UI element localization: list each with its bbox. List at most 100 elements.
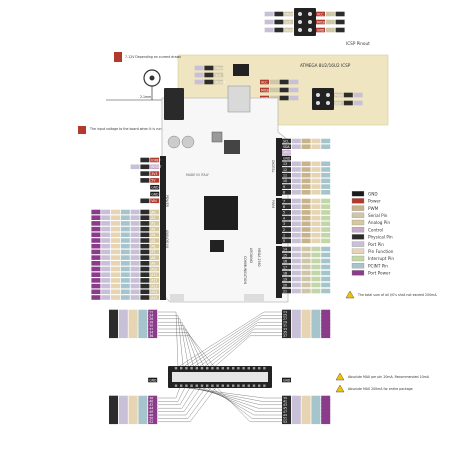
pin-tag	[291, 258, 301, 264]
pin-tag	[118, 395, 128, 401]
pin-tag	[301, 138, 311, 144]
icsp-top-tag: SCK	[264, 19, 294, 25]
pin-tag	[321, 409, 331, 414]
pin-label: 3	[283, 222, 285, 226]
pin-tag	[118, 323, 128, 328]
connector-line	[209, 332, 282, 368]
bottom-left-tag: 40	[109, 399, 158, 404]
pin-tag	[111, 283, 120, 289]
pin-tag	[269, 79, 279, 85]
pin-tag	[109, 402, 118, 408]
pin-tag	[301, 309, 311, 315]
legend-swatch	[351, 191, 365, 197]
pin-tag	[150, 261, 160, 266]
pin-tag	[118, 399, 128, 404]
pin-label: A14	[151, 290, 157, 294]
pin-tag	[140, 171, 150, 176]
pin-tag	[150, 184, 160, 190]
bottom-left-tag: 22	[109, 309, 158, 315]
pin-tag	[321, 416, 331, 421]
led-block	[224, 140, 240, 154]
pin-tag	[301, 232, 311, 238]
header-pin	[242, 367, 245, 370]
connector-line	[179, 386, 282, 399]
pin-label: 7	[283, 199, 285, 203]
bottom-right-tag: 37	[282, 333, 331, 339]
pin-tag	[150, 164, 160, 170]
pin-tag	[301, 144, 311, 149]
pin-tag	[321, 316, 331, 322]
pin-tag	[321, 246, 331, 252]
right-comm-header	[276, 246, 282, 298]
pin-tag	[148, 330, 158, 335]
bottom-left-tag: 24	[109, 313, 158, 318]
pin-tag	[140, 232, 150, 238]
pin-tag	[130, 226, 140, 232]
board-pwm-label: PWM	[271, 200, 275, 208]
pin-tag	[301, 316, 311, 322]
bottom-connector-lines	[158, 311, 282, 422]
pin-tag	[291, 138, 301, 144]
pin-tag	[325, 27, 335, 33]
pin-tag	[120, 209, 130, 215]
pin-label: GND	[149, 378, 157, 382]
board-made-in: MADE IN ITALY	[186, 173, 209, 177]
reset-button[interactable]	[211, 131, 223, 143]
pin-tag	[301, 326, 311, 332]
pin-tag	[291, 184, 301, 189]
header-pin	[174, 384, 178, 387]
pin-tag	[301, 402, 311, 408]
pin-tag	[311, 419, 321, 425]
connector-line	[158, 311, 179, 368]
pin-tag	[150, 283, 160, 289]
pin-tag	[291, 161, 301, 167]
pin-tag	[291, 405, 301, 411]
pin-tag	[311, 258, 321, 264]
pin-tag	[128, 333, 138, 339]
bottom-right-tag: 53	[282, 419, 331, 425]
connector-line	[158, 335, 215, 368]
pin-tag	[138, 323, 148, 328]
connector-line	[158, 386, 196, 409]
right-top-tag: SDA	[282, 144, 331, 149]
pin-tag	[120, 238, 130, 243]
pin-tag	[321, 419, 331, 425]
pin-tag	[118, 326, 128, 332]
current-note-text: The total sum of all I/O's shall not exc…	[357, 293, 437, 297]
icsp-top-tag: MOSI	[316, 19, 345, 25]
pin-tag	[148, 419, 158, 425]
pin-tag	[140, 261, 150, 266]
pin-label: SCK	[335, 101, 342, 105]
left-analog-tag: A3	[91, 226, 160, 232]
pin-tag	[282, 313, 291, 318]
header-pin	[216, 384, 219, 387]
pin-tag	[118, 402, 128, 408]
pin-tag	[301, 276, 311, 282]
pin-tag	[118, 330, 128, 335]
icsp-top-tag: MISO	[264, 11, 294, 17]
pin-tag	[140, 289, 150, 295]
pin-tag	[321, 198, 331, 204]
pin-tag	[291, 330, 301, 335]
pin-label: A12	[151, 279, 157, 283]
pin-tag	[101, 232, 111, 238]
pin-tag	[301, 161, 311, 167]
right-comm-tag: 19	[282, 276, 331, 282]
pin-tag	[291, 309, 301, 315]
right-mid-tag: 4	[282, 215, 331, 221]
right-mid-tag: 1	[282, 232, 331, 238]
pin-tag	[150, 266, 160, 272]
pin-label: IOREF	[151, 158, 161, 162]
pin-tag	[140, 209, 150, 215]
pin-label: A6	[151, 245, 155, 249]
pin-tag	[311, 198, 321, 204]
pin-tag	[301, 416, 311, 421]
pin-tag	[321, 238, 331, 244]
pin-label: 52	[149, 420, 153, 424]
pin-tag	[138, 333, 148, 339]
legend-swatch	[351, 212, 365, 218]
pin-tag	[109, 313, 118, 318]
pin-tag	[311, 161, 321, 167]
pin-tag	[321, 190, 331, 195]
